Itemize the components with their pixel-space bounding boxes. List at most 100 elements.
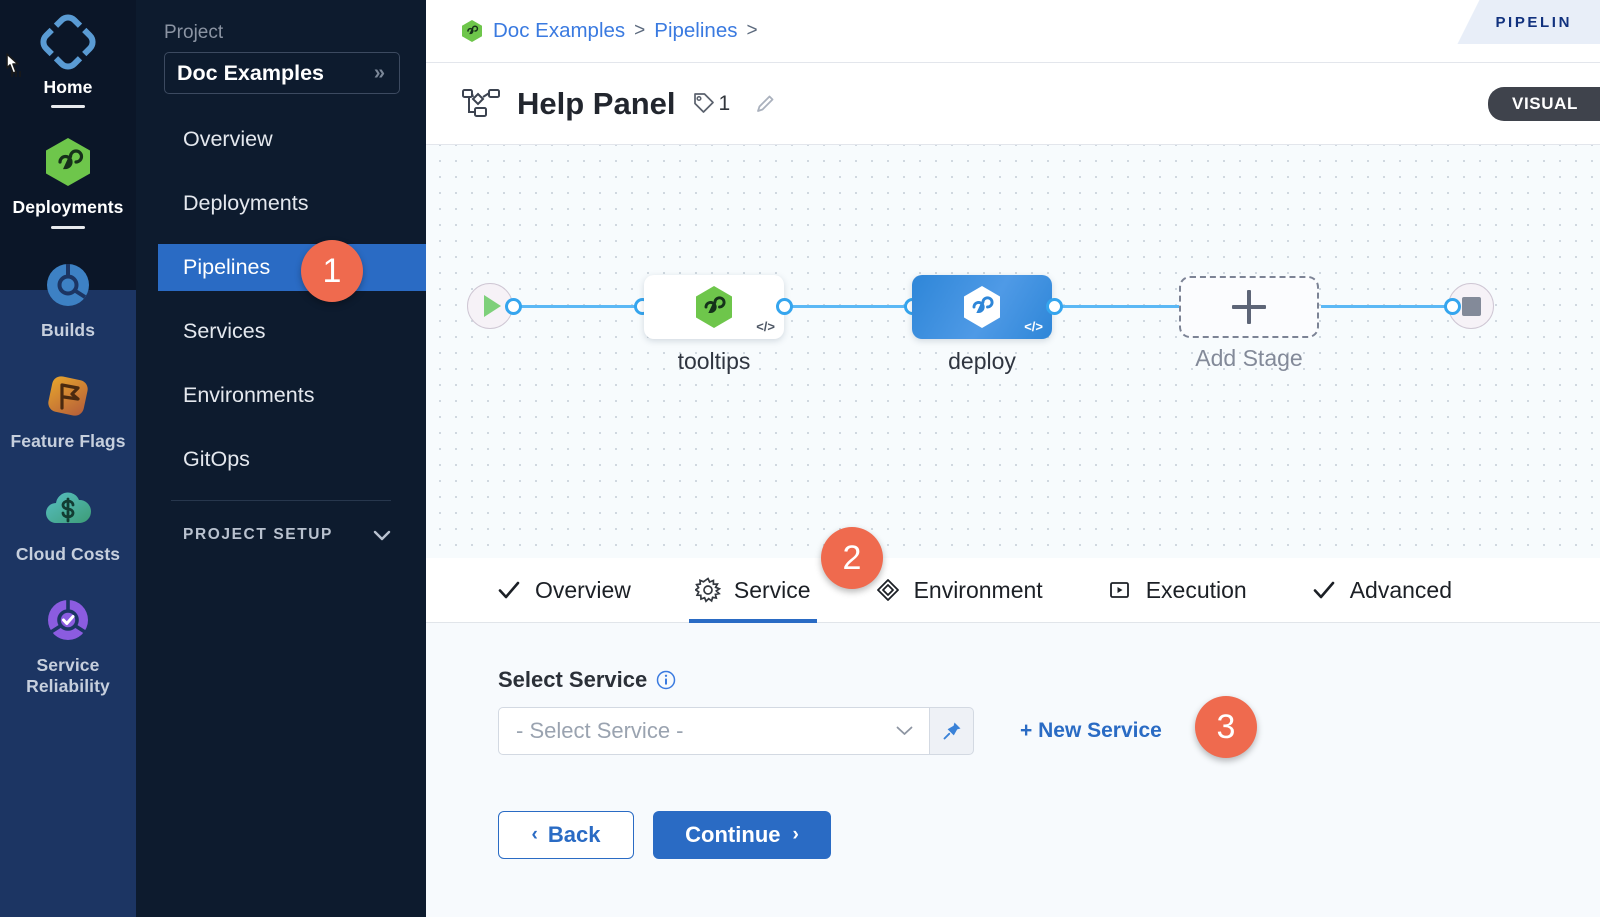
service-config-form: Select Service - Select Service - <box>426 623 1600 917</box>
main-content: Doc Examples > Pipelines > PIPELIN Help <box>426 0 1600 917</box>
start-port[interactable] <box>505 298 522 315</box>
pipeline-studio-tab[interactable]: PIPELIN <box>1457 0 1600 44</box>
nav-item-label: Overview <box>183 127 273 151</box>
select-service-placeholder: - Select Service - <box>516 718 684 743</box>
nav-item-label: Environments <box>183 383 315 407</box>
rail-item-label: Home <box>43 77 93 97</box>
rail-item-builds[interactable]: Builds <box>0 229 136 340</box>
tab-advanced[interactable]: Advanced <box>1311 558 1452 623</box>
gear-icon <box>694 577 721 603</box>
stage-card-tooltips[interactable]: </> <box>644 275 784 339</box>
connector-line <box>786 305 916 308</box>
cloud-costs-icon <box>46 492 92 524</box>
tab-overview[interactable]: Overview <box>496 558 631 623</box>
project-setup-toggle[interactable]: PROJECT SETUP <box>136 526 426 544</box>
add-stage-button[interactable] <box>1179 276 1319 338</box>
deployments-hexagon-icon <box>46 138 90 187</box>
pin-icon <box>943 722 960 740</box>
new-service-link[interactable]: + New Service <box>1020 719 1162 742</box>
end-port[interactable] <box>1444 298 1461 315</box>
chevron-down-icon <box>373 530 391 540</box>
nav-item-label: Deployments <box>183 191 309 215</box>
info-icon[interactable] <box>656 670 676 690</box>
pipeline-start-node[interactable] <box>467 283 513 329</box>
play-box-icon <box>1107 577 1133 603</box>
stage-card-deploy[interactable]: </> <box>912 275 1052 339</box>
project-picker[interactable]: Doc Examples » <box>164 52 400 94</box>
builds-icon <box>47 263 89 306</box>
continue-button-label: Continue <box>685 822 781 847</box>
select-service-input[interactable]: - Select Service - <box>498 707 930 755</box>
tab-label: Service <box>733 576 811 603</box>
tab-service[interactable]: Service <box>688 558 817 623</box>
pin-service-button[interactable] <box>930 707 974 755</box>
rail-item-cloud-costs[interactable]: Cloud Costs <box>0 451 136 564</box>
rail-item-home[interactable]: Home <box>0 0 136 109</box>
plus-icon <box>1232 305 1266 309</box>
select-service-label: Select Service <box>498 667 648 692</box>
breadcrumb-link-doc-examples[interactable]: Doc Examples <box>493 19 626 42</box>
stage-label-deploy: deploy <box>948 348 1016 374</box>
service-reliability-icon <box>48 600 88 641</box>
rail-item-label: Builds <box>40 319 96 340</box>
home-diamond-icon <box>40 14 96 70</box>
rail-item-feature-flags[interactable]: Feature Flags <box>0 340 136 451</box>
rail-item-service-reliability[interactable]: Service Reliability <box>0 564 136 696</box>
page-header: Help Panel 1 VISUAL <box>426 63 1600 145</box>
breadcrumb-link-pipelines[interactable]: Pipelines <box>654 19 738 42</box>
nav-item-deployments[interactable]: Deployments <box>136 180 426 227</box>
project-setup-label: PROJECT SETUP <box>183 526 333 543</box>
nav-item-services[interactable]: Services <box>136 308 426 355</box>
pipeline-end-node[interactable] <box>1448 283 1494 329</box>
harness-hexagon-white-icon <box>964 286 1000 328</box>
nav-item-label: Services <box>183 319 266 343</box>
layers-diamond-icon <box>875 577 901 603</box>
project-nav-list: Overview Deployments Pipelines Services … <box>136 116 426 483</box>
pipeline-graph-icon <box>462 88 500 117</box>
callout-badge-1: 1 <box>301 240 363 302</box>
chevrons-right-icon: » <box>373 61 385 84</box>
breadcrumb-separator: > <box>634 20 646 41</box>
project-section-label: Project <box>164 22 224 43</box>
harness-hexagon-icon <box>462 20 482 42</box>
pipeline-studio-tab-label: PIPELIN <box>1495 13 1572 31</box>
nav-item-gitops[interactable]: GitOps <box>136 436 426 483</box>
back-button[interactable]: ‹ Back <box>498 811 634 859</box>
check-icon <box>1311 577 1337 603</box>
page-title: Help Panel <box>517 85 676 121</box>
tag-count: 1 <box>718 91 731 115</box>
add-stage-label: Add Stage <box>1195 345 1303 371</box>
mouse-cursor-pointer-icon <box>6 53 21 77</box>
tab-environment[interactable]: Environment <box>875 558 1043 623</box>
stop-icon <box>1461 296 1481 316</box>
tag-badge[interactable]: 1 <box>692 91 731 116</box>
rail-active-underline <box>51 105 85 109</box>
nav-item-environments[interactable]: Environments <box>136 372 426 419</box>
nav-item-pipelines[interactable]: Pipelines <box>158 244 426 291</box>
check-icon <box>496 577 522 603</box>
nav-item-label: GitOps <box>183 447 250 471</box>
stage-label-tooltips: tooltips <box>677 348 751 374</box>
back-button-label: Back <box>547 822 601 847</box>
tab-label: Overview <box>535 576 631 603</box>
rail-item-label: Service Reliability <box>26 655 110 696</box>
rail-item-deployments[interactable]: Deployments <box>0 108 136 229</box>
tag-icon <box>693 93 714 113</box>
stage-output-port[interactable] <box>776 298 793 315</box>
chevron-left-icon: ‹ <box>531 824 538 845</box>
select-service-row: - Select Service - + New Service <box>498 707 1600 755</box>
pencil-icon[interactable] <box>754 93 776 115</box>
tab-execution[interactable]: Execution <box>1107 558 1247 623</box>
stage-code-badge: </> <box>1024 319 1043 334</box>
module-rail: Home Deployments Builds <box>0 0 136 917</box>
connector-line <box>1321 305 1456 308</box>
nav-item-label: Pipelines <box>183 255 271 279</box>
callout-badge-3: 3 <box>1195 696 1257 758</box>
pipeline-canvas[interactable]: </> tooltips </> deploy Add Stage <box>426 145 1600 558</box>
connector-line <box>514 305 666 308</box>
nav-item-overview[interactable]: Overview <box>136 116 426 163</box>
mode-badge-visual[interactable]: VISUAL <box>1488 87 1600 121</box>
continue-button[interactable]: Continue › <box>653 811 831 859</box>
stage-output-port[interactable] <box>1046 298 1063 315</box>
